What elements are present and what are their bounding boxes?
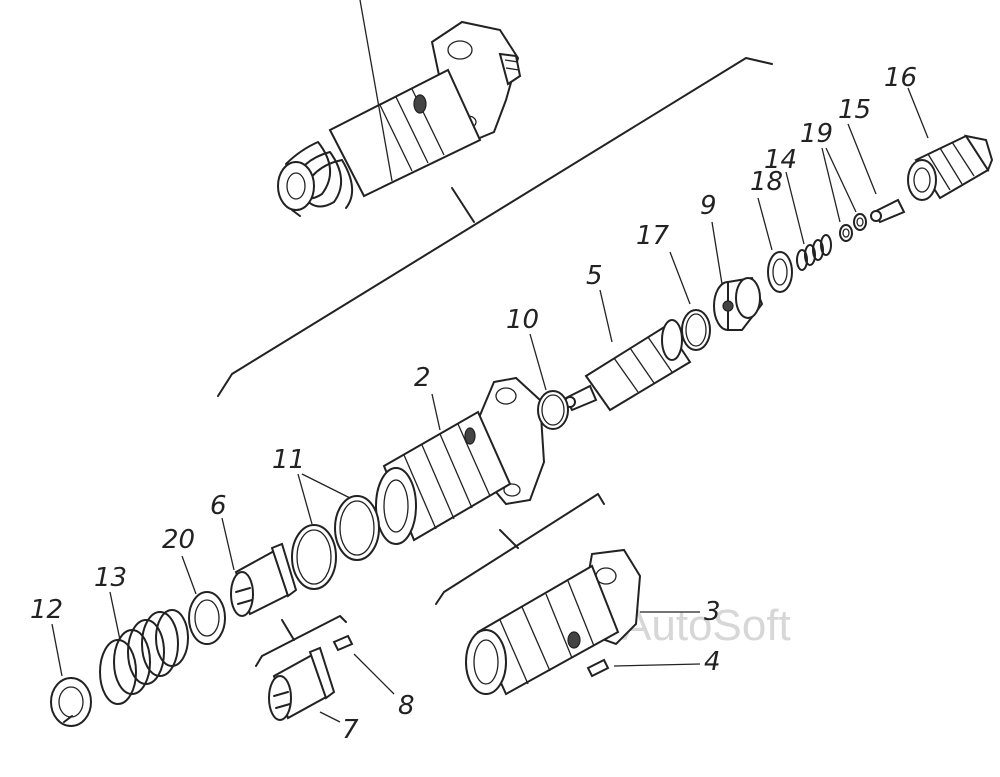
callout-10: 10 — [506, 305, 539, 335]
callout-6: 6 — [210, 491, 227, 521]
part-8-pin — [332, 634, 354, 652]
callout-labels: 2 3 4 5 6 7 8 9 10 11 12 13 14 15 16 17 … — [30, 63, 917, 745]
part-15-valve-pin — [870, 198, 906, 224]
assembly-bracket-lines — [217, 57, 773, 397]
part-20-washer — [188, 591, 226, 645]
part-17-o-ring — [681, 309, 711, 351]
callout-17: 17 — [636, 221, 670, 251]
part-3-housing — [435, 493, 642, 696]
part-10-o-ring — [537, 390, 569, 430]
part-13-spring — [99, 609, 189, 705]
callout-8: 8 — [398, 691, 415, 721]
callout-14: 14 — [764, 145, 797, 175]
part-14-small-spring — [796, 234, 832, 271]
part-7-sleeve — [268, 646, 336, 721]
callout-7: 7 — [342, 715, 359, 745]
callout-20: 20 — [162, 525, 195, 555]
callout-11: 11 — [272, 445, 305, 475]
callout-13: 13 — [94, 563, 127, 593]
part-19-washers — [839, 213, 867, 242]
part-18-toothed-ring — [767, 251, 793, 293]
callout-5: 5 — [586, 261, 603, 291]
part-2-housing — [375, 376, 546, 545]
part-4-pin — [586, 658, 610, 678]
callout-18: 18 — [750, 167, 783, 197]
callout-9: 9 — [700, 191, 717, 221]
part-5-spool — [564, 319, 692, 412]
part-6-sleeve — [230, 542, 298, 617]
part-12-retaining-clip — [50, 677, 92, 727]
part-16-threaded-plug — [907, 134, 994, 201]
callout-12: 12 — [30, 595, 63, 625]
leader-lines — [51, 87, 929, 723]
assembled-unit-drawing — [277, 0, 522, 217]
callout-15: 15 — [838, 95, 871, 125]
callout-3: 3 — [704, 597, 721, 627]
callout-16: 16 — [884, 63, 917, 93]
callout-2: 2 — [414, 363, 431, 393]
parts-7-8-bracket — [255, 615, 347, 667]
watermark-text: AutoSoft — [622, 601, 791, 650]
callout-19: 19 — [800, 119, 833, 149]
part-11-o-rings — [291, 495, 380, 590]
callout-4: 4 — [704, 647, 721, 677]
part-9-piston — [713, 276, 764, 331]
